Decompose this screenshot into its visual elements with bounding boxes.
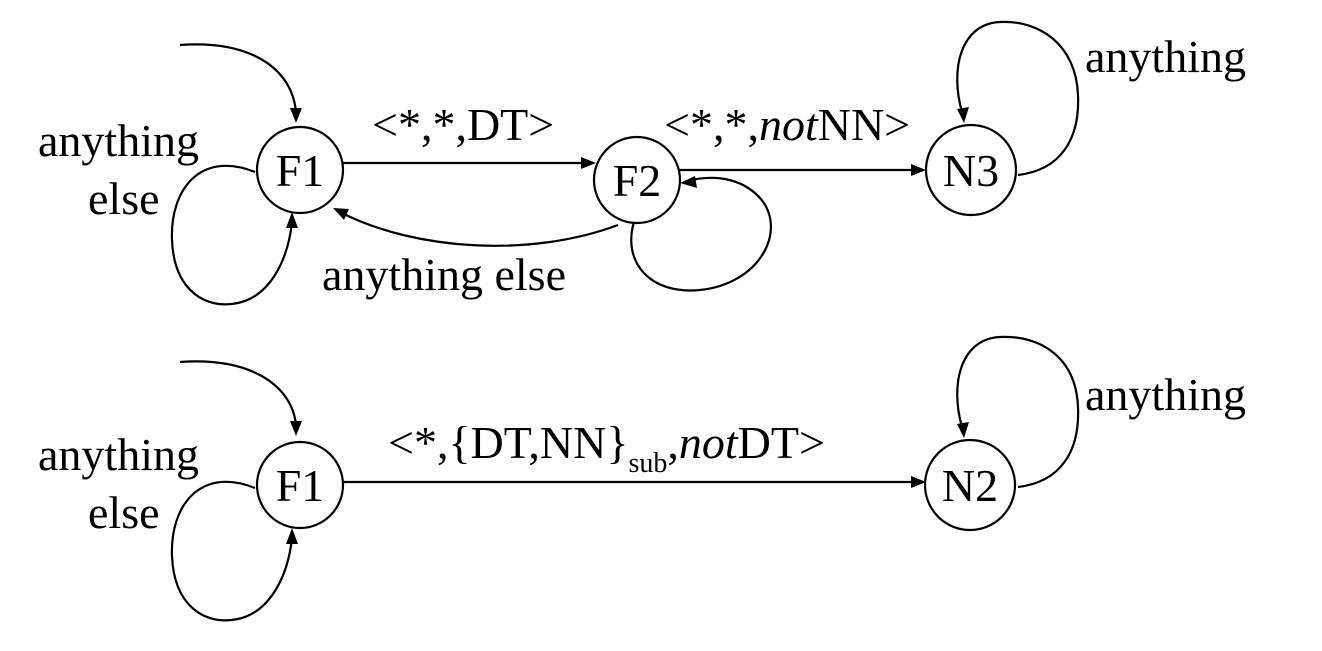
edge-f1-f2-label: <*,*,DT> (372, 99, 554, 150)
edge-f1-n2-label-not: not (679, 417, 739, 468)
node-n3-label: N3 (943, 145, 999, 196)
start-arrow-f1-bottom (179, 360, 302, 436)
f1-self-loop-label-line1-bottom: anything (38, 429, 199, 480)
edge-f1-n2-label: <*,{DT,NN}sub,notDT> (388, 417, 825, 479)
edge-f1-n2-label-sub: sub (628, 448, 667, 479)
edge-f2-n3 (679, 164, 926, 176)
node-f1-bottom-label: F1 (276, 460, 325, 511)
edge-f2-n3-label: <*,*,notNN> (664, 99, 910, 150)
node-n2 (923, 438, 1017, 532)
edge-f2-f1-label: anything else (322, 249, 566, 300)
edge-f1-f2 (342, 157, 596, 169)
node-n3 (924, 123, 1018, 217)
node-f2-label: F2 (613, 155, 662, 206)
edge-f2-f1 (333, 208, 619, 247)
node-f1-top (255, 125, 345, 215)
f1-self-loop-label-line1-top: anything (38, 115, 199, 166)
n3-self-loop-label: anything (1085, 31, 1246, 82)
edge-f1-n2-label-prefix: <*,{DT,NN} (388, 417, 628, 468)
n2-self-loop (956, 335, 1080, 489)
edge-f2-n3-label-not: not (759, 99, 819, 150)
f1-self-loop-label-line2-bottom: else (88, 487, 160, 538)
node-f1-top-label: F1 (276, 145, 325, 196)
f1-self-loop-top (170, 164, 298, 306)
diagram-top: F1 F2 N3 anything else <*,*,DT> <*,*,not… (38, 20, 1246, 306)
node-f1-bottom (255, 440, 345, 530)
node-f2 (592, 135, 682, 225)
edge-f1-n2-label-suffix: DT> (738, 417, 825, 468)
edge-f1-n2-label-comma: , (667, 417, 679, 468)
diagram-bottom: F1 N2 anything else <*,{DT,NN}sub,notDT>… (38, 335, 1246, 622)
node-n2-label: N2 (942, 460, 998, 511)
edge-f2-n3-label-suffix: NN> (818, 99, 910, 150)
n3-self-loop (956, 20, 1080, 177)
start-arrow-f1-top (179, 43, 302, 123)
edge-f2-n3-label-prefix: <*,*, (664, 99, 759, 150)
n2-self-loop-label: anything (1085, 369, 1246, 420)
f1-self-loop-label-line2-top: else (88, 173, 160, 224)
edge-f1-n2 (344, 476, 926, 488)
f1-self-loop-bottom (170, 480, 298, 622)
f2-self-loop (630, 176, 772, 292)
